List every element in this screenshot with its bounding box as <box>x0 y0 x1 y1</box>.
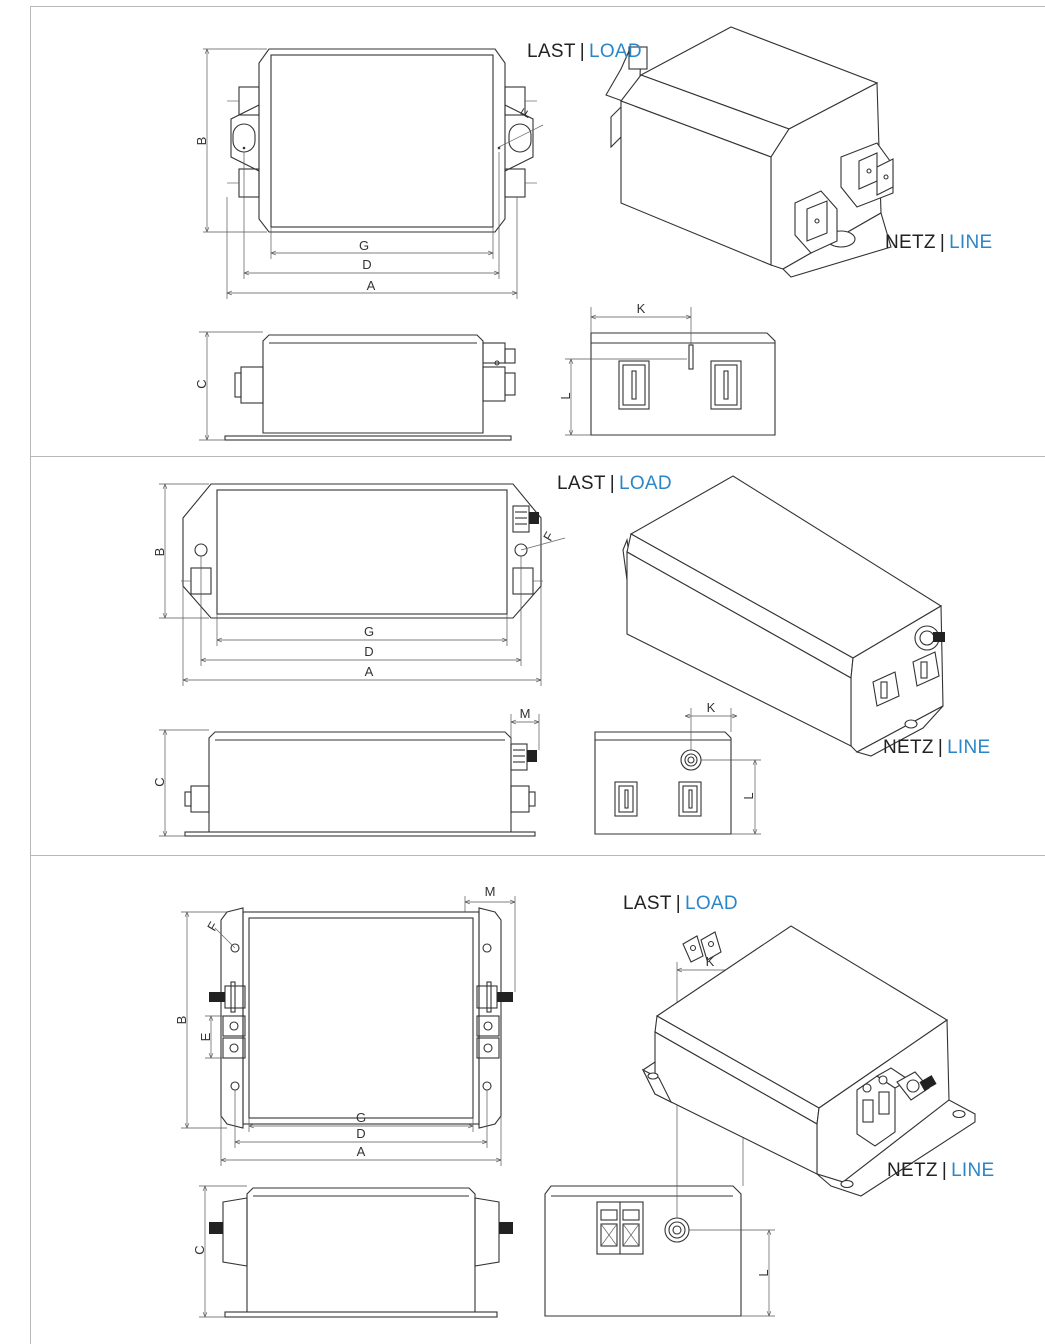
dim-label-k: K <box>707 700 716 715</box>
isometric-view-1 <box>605 26 894 278</box>
side-view-3 <box>199 1185 513 1318</box>
dim-label-b: B <box>194 137 209 146</box>
dim-label-k: K <box>637 301 646 316</box>
top-view-1 <box>227 48 544 233</box>
dim-label-k: K <box>706 954 715 969</box>
side-view-2 <box>159 714 540 837</box>
dim-label-g: G <box>364 624 374 639</box>
dim-label-b: B <box>174 1016 189 1025</box>
panel-2-drawing: B G D A F C M K L <box>152 475 945 837</box>
load-label-1: LAST|LOAD <box>527 41 642 62</box>
end-view-1 <box>565 307 776 436</box>
filter-panel-2: B G D A F C M K L LAST|LOAD NETZ|LINE <box>30 456 1045 856</box>
dim-label-g: G <box>359 238 369 253</box>
load-label-2: LAST|LOAD <box>557 473 672 494</box>
panel-3-drawing: B E G D A F M C K L <box>174 884 976 1318</box>
panel-1-drawing: B G D A F C K L <box>194 26 894 441</box>
isometric-view-2 <box>622 475 945 757</box>
dim-label-a: A <box>365 664 374 679</box>
dimension-lines-1 <box>203 48 518 299</box>
dim-label-d: D <box>364 644 373 659</box>
dim-label-c: C <box>194 379 209 388</box>
line-label-1: NETZ|LINE <box>885 232 993 253</box>
top-view-2 <box>181 483 566 619</box>
dimension-lines-3 <box>181 896 516 1166</box>
dim-label-c: C <box>192 1245 207 1254</box>
load-label-3: LAST|LOAD <box>623 893 738 914</box>
dim-label-d: D <box>356 1126 365 1141</box>
dim-label-a: A <box>367 278 376 293</box>
filter-panel-1: B G D A F C K L LAST|LOAD NETZ|LINE <box>30 6 1045 457</box>
dim-label-b: B <box>152 548 167 557</box>
line-label-2: NETZ|LINE <box>883 737 991 758</box>
dim-label-l: L <box>756 1269 771 1276</box>
dim-label-e: E <box>198 1032 213 1041</box>
dim-labels-2: B G D A F C M K L <box>152 529 756 800</box>
isometric-view-3 <box>641 925 976 1197</box>
side-view-1 <box>199 331 516 441</box>
top-view-3 <box>209 907 513 1129</box>
dim-label-a: A <box>357 1144 366 1159</box>
dim-label-m: M <box>485 884 496 899</box>
dim-label-l: L <box>558 392 573 399</box>
end-view-2 <box>594 708 761 835</box>
dim-label-l: L <box>741 792 756 799</box>
dim-label-c: C <box>152 777 167 786</box>
dim-label-m: M <box>520 706 531 721</box>
dim-label-d: D <box>362 257 371 272</box>
dim-label-f: F <box>540 529 557 543</box>
line-label-3: NETZ|LINE <box>887 1160 995 1181</box>
filter-panel-3: B E G D A F M C K L LAST|LOAD NETZ|LINE <box>30 856 1045 1344</box>
dimension-lines-2 <box>159 483 542 686</box>
dim-label-g: G <box>356 1110 366 1125</box>
